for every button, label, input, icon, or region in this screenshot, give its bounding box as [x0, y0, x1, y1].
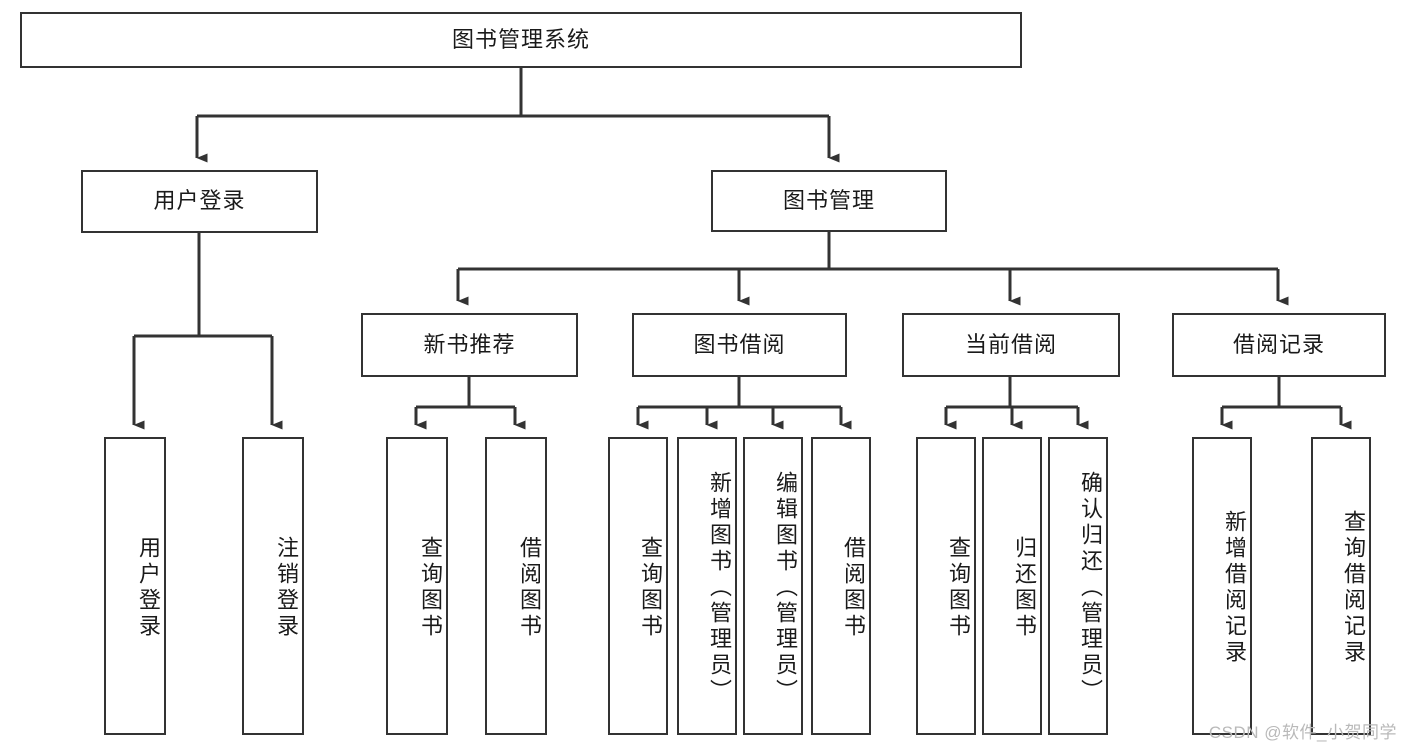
- leaf-query-book-borrow[interactable]: 查询图书: [608, 437, 668, 735]
- node-root[interactable]: 图书管理系统: [20, 12, 1022, 68]
- node-book-borrow[interactable]: 图书借阅: [632, 313, 847, 377]
- leaf-query-book-newbook[interactable]: 查询图书: [386, 437, 448, 735]
- leaf-borrow-book[interactable]: 借阅图书: [811, 437, 871, 735]
- leaf-label: 查询图书: [418, 536, 443, 640]
- leaf-confirm-return-admin[interactable]: 确认归还（管理员）: [1048, 437, 1108, 735]
- leaf-add-borrow-record[interactable]: 新增借阅记录: [1192, 437, 1252, 735]
- node-borrow-record[interactable]: 借阅记录: [1172, 313, 1386, 377]
- node-current-borrow[interactable]: 当前借阅: [902, 313, 1120, 377]
- node-new-book-recommend[interactable]: 新书推荐: [361, 313, 578, 377]
- leaf-label: 新增借阅记录: [1222, 510, 1247, 666]
- leaf-borrow-book-newbook[interactable]: 借阅图书: [485, 437, 547, 735]
- leaf-label: 确认归还（管理员）: [1078, 471, 1103, 705]
- leaf-user-login[interactable]: 用户登录: [104, 437, 166, 735]
- leaf-logout[interactable]: 注销登录: [242, 437, 304, 735]
- node-book-management[interactable]: 图书管理: [711, 170, 947, 232]
- watermark: CSDN @软件_小贺同学: [1208, 723, 1397, 742]
- leaf-add-book-admin[interactable]: 新增图书（管理员）: [677, 437, 737, 735]
- leaf-label: 借阅图书: [841, 536, 866, 640]
- leaf-label: 编辑图书（管理员）: [773, 471, 798, 705]
- leaf-label: 查询图书: [638, 536, 663, 640]
- leaf-edit-book-admin[interactable]: 编辑图书（管理员）: [743, 437, 803, 735]
- leaf-label: 新增图书（管理员）: [707, 471, 732, 705]
- leaf-label: 借阅图书: [517, 536, 542, 640]
- leaf-label: 查询借阅记录: [1341, 510, 1366, 666]
- leaf-label: 用户登录: [136, 536, 161, 640]
- leaf-query-borrow-record[interactable]: 查询借阅记录: [1311, 437, 1371, 735]
- leaf-label: 归还图书: [1012, 536, 1037, 640]
- leaf-query-book-current[interactable]: 查询图书: [916, 437, 976, 735]
- leaf-label: 查询图书: [946, 536, 971, 640]
- node-user-login[interactable]: 用户登录: [81, 170, 318, 233]
- leaf-label: 注销登录: [274, 536, 299, 640]
- leaf-return-book[interactable]: 归还图书: [982, 437, 1042, 735]
